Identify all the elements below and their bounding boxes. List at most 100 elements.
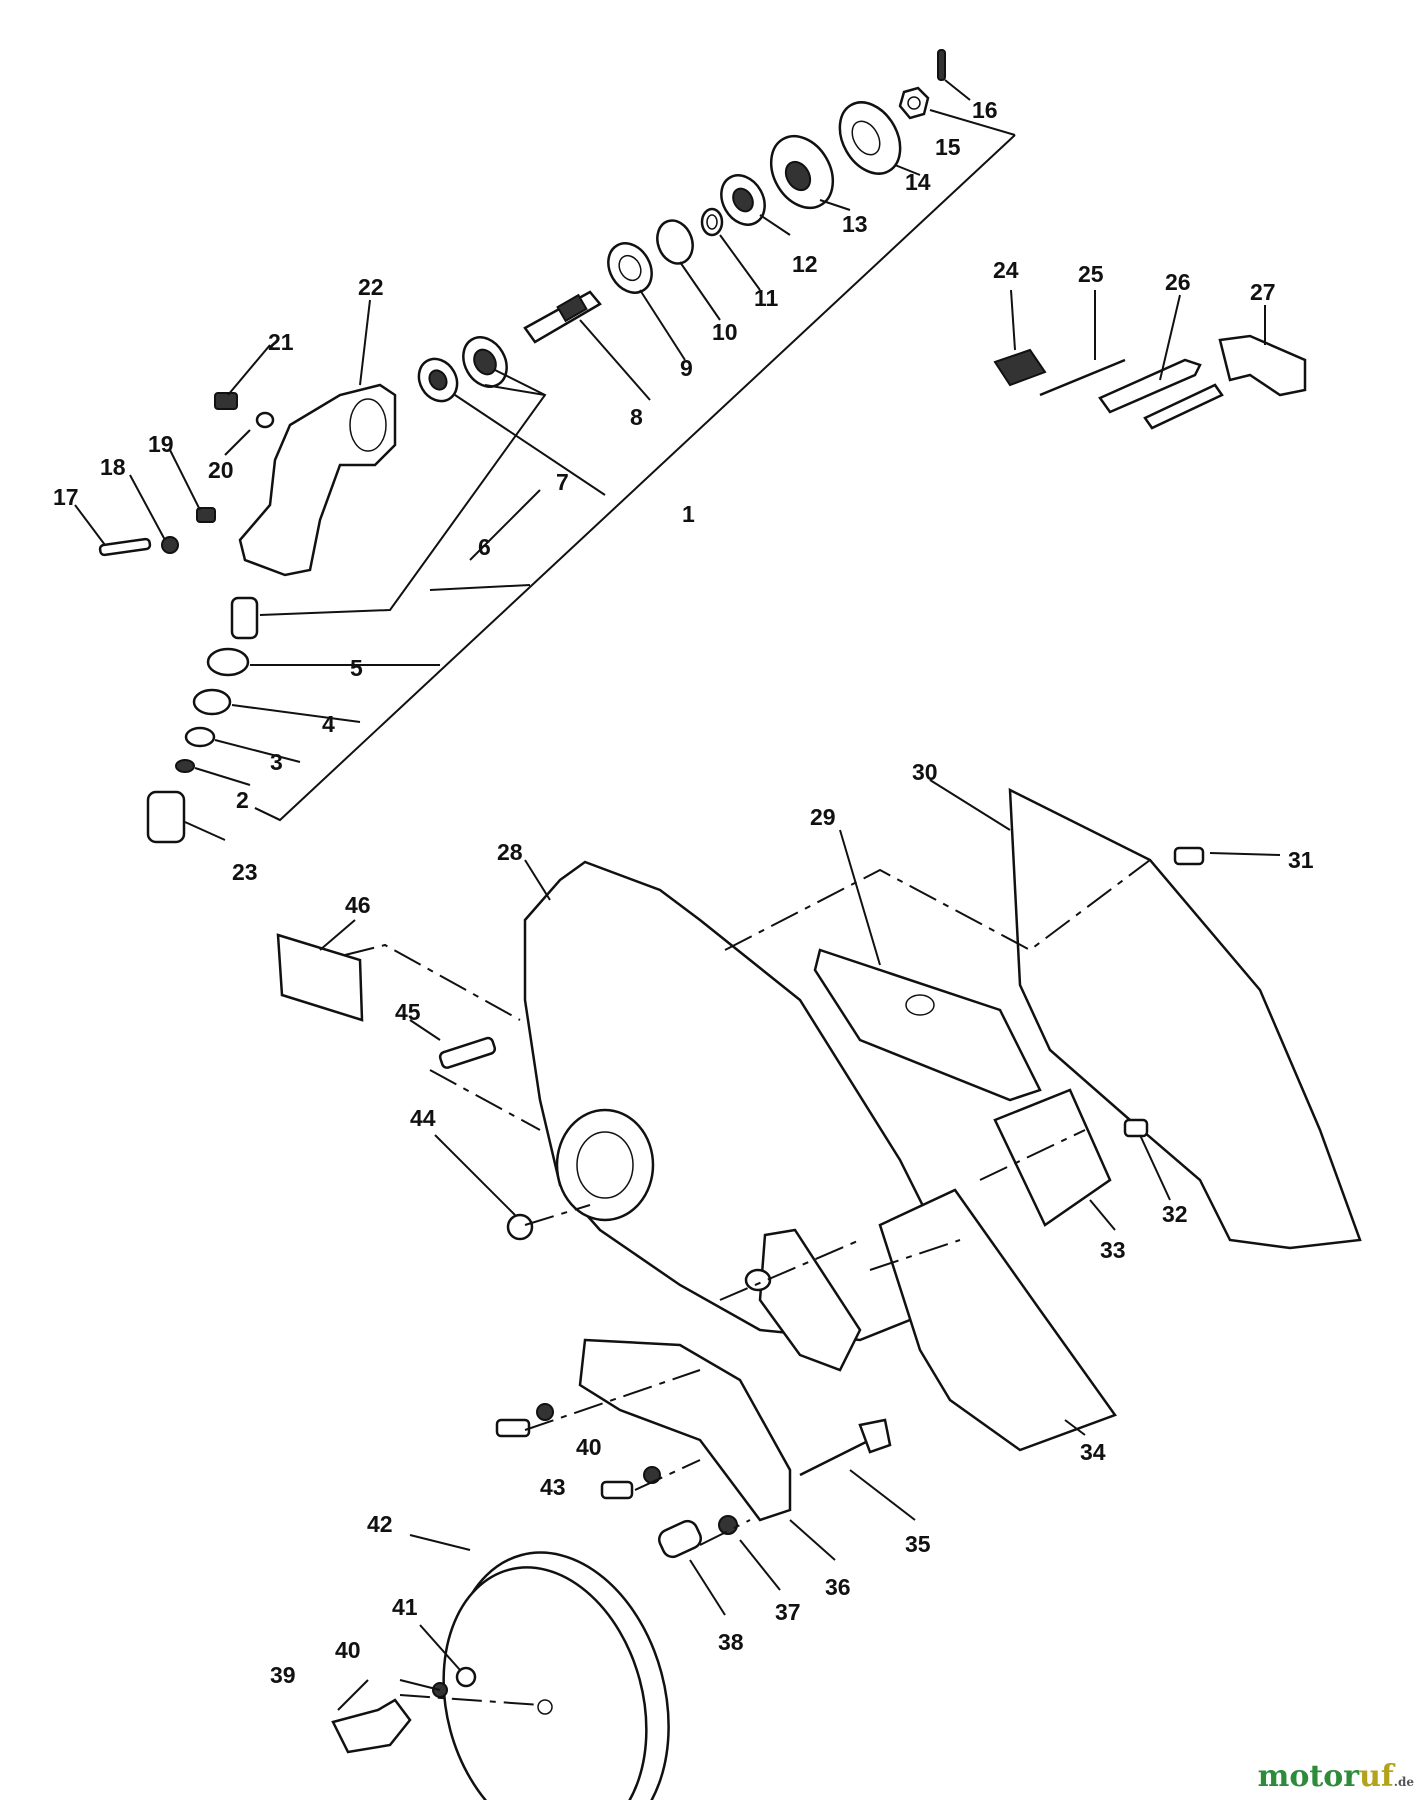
part-15-nut (898, 86, 930, 120)
part-21-screw (214, 392, 238, 410)
label-31: 31 (1288, 847, 1314, 873)
label-30: 30 (912, 759, 938, 785)
part-32-screw (1123, 1118, 1149, 1138)
label-33: 33 (1100, 1237, 1126, 1263)
label-14: 14 (905, 169, 931, 195)
label-24: 24 (993, 257, 1019, 283)
label-28: 28 (497, 839, 523, 865)
part-18-nut (161, 536, 179, 554)
part-29-label (813, 948, 1042, 1102)
part-30-guard (1008, 787, 1362, 1250)
label-2: 2 (236, 787, 249, 813)
label-13: 13 (842, 211, 868, 237)
part-26b-wrench (1143, 383, 1224, 430)
label-15: 15 (935, 134, 961, 160)
label-36: 36 (825, 1574, 851, 1600)
label-9: 9 (680, 355, 693, 381)
pinion (230, 596, 259, 640)
label-22: 22 (358, 274, 384, 300)
part-28-cover (523, 860, 952, 1342)
label-40-lower: 40 (335, 1637, 361, 1663)
label-40-upper: 40 (576, 1434, 602, 1460)
part-43-bolt-upper (495, 1418, 531, 1438)
label-5: 5 (350, 655, 363, 681)
label-35: 35 (905, 1531, 931, 1557)
part-2-spring (175, 759, 195, 773)
label-18: 18 (100, 454, 126, 480)
watermark-brand-part1: motor (1257, 1759, 1360, 1794)
part-34-plate (878, 1188, 1117, 1452)
part-37-washer (718, 1515, 738, 1535)
label-3: 3 (270, 749, 283, 775)
part-16-pin (937, 49, 946, 81)
part-20-washer (255, 411, 275, 429)
part-27-spanner (1218, 334, 1307, 397)
blade-guard-assembly (276, 779, 1362, 1800)
label-38: 38 (718, 1629, 744, 1655)
part-25-rod (1039, 358, 1126, 397)
label-10: 10 (712, 319, 738, 345)
part-4-ring (192, 688, 232, 716)
label-26: 26 (1165, 269, 1191, 295)
label-29: 29 (810, 804, 836, 830)
part-38-spacer (657, 1519, 703, 1559)
part-19-screw (196, 507, 216, 523)
label-42: 42 (367, 1511, 393, 1537)
part-3-ring (184, 726, 216, 748)
part-23-sleeve (146, 790, 186, 844)
part-10-circlip (656, 219, 694, 265)
label-34: 34 (1080, 1439, 1106, 1465)
label-23: 23 (232, 859, 258, 885)
part-labels: 1 2 3 4 5 6 7 8 9 10 11 12 13 14 15 16 1… (53, 97, 1314, 1688)
part-28-flange (555, 1108, 655, 1222)
watermark-brand-part2: uf (1359, 1759, 1394, 1794)
label-19: 19 (148, 431, 174, 457)
gear-head-assembly (74, 49, 1016, 844)
label-21: 21 (268, 329, 294, 355)
label-25: 25 (1078, 261, 1104, 287)
label-43: 43 (540, 1474, 566, 1500)
part-39-knob (331, 1698, 412, 1754)
label-12: 12 (792, 251, 818, 277)
label-7: 7 (556, 469, 569, 495)
label-45: 45 (395, 999, 421, 1025)
label-4: 4 (322, 711, 335, 737)
part-24-pouch (993, 348, 1047, 387)
part-36-arm (578, 1338, 792, 1522)
part-9-bearing (607, 242, 653, 294)
part-14-washer (838, 101, 902, 175)
label-37: 37 (775, 1599, 801, 1625)
part-35-bolt (799, 1438, 871, 1477)
part-33-plate (993, 1088, 1112, 1227)
label-41: 41 (392, 1594, 418, 1620)
label-32: 32 (1162, 1201, 1188, 1227)
part-26-wrench (1098, 358, 1202, 414)
part-5-ring (206, 647, 250, 677)
bracket-line-1 (254, 134, 1016, 822)
part-31-screw (1173, 846, 1205, 866)
label-11: 11 (754, 285, 779, 311)
part-22-gear-housing (238, 383, 397, 577)
part-43-bolt-lower (600, 1480, 634, 1500)
part-46-label (276, 933, 364, 1022)
label-1: 1 (682, 501, 695, 527)
mount-bracket (758, 1228, 862, 1372)
label-8: 8 (630, 404, 643, 430)
part-41-washer (455, 1666, 477, 1688)
part-17-bolt (98, 537, 152, 557)
part-45-bolt (438, 1036, 497, 1069)
tool-kit (993, 289, 1307, 430)
part-40-washer-upper (536, 1403, 554, 1421)
part-11-ring (700, 207, 724, 237)
label-44: 44 (410, 1105, 436, 1131)
label-20: 20 (208, 457, 234, 483)
label-27: 27 (1250, 279, 1276, 305)
watermark-brand-suffix: .de (1393, 1775, 1414, 1789)
part-44-nut (506, 1213, 534, 1241)
label-6: 6 (478, 534, 491, 560)
label-39: 39 (270, 1662, 296, 1688)
watermark-logo: motoruf.de (1258, 1759, 1414, 1794)
label-16: 16 (972, 97, 998, 123)
label-46: 46 (345, 892, 371, 918)
